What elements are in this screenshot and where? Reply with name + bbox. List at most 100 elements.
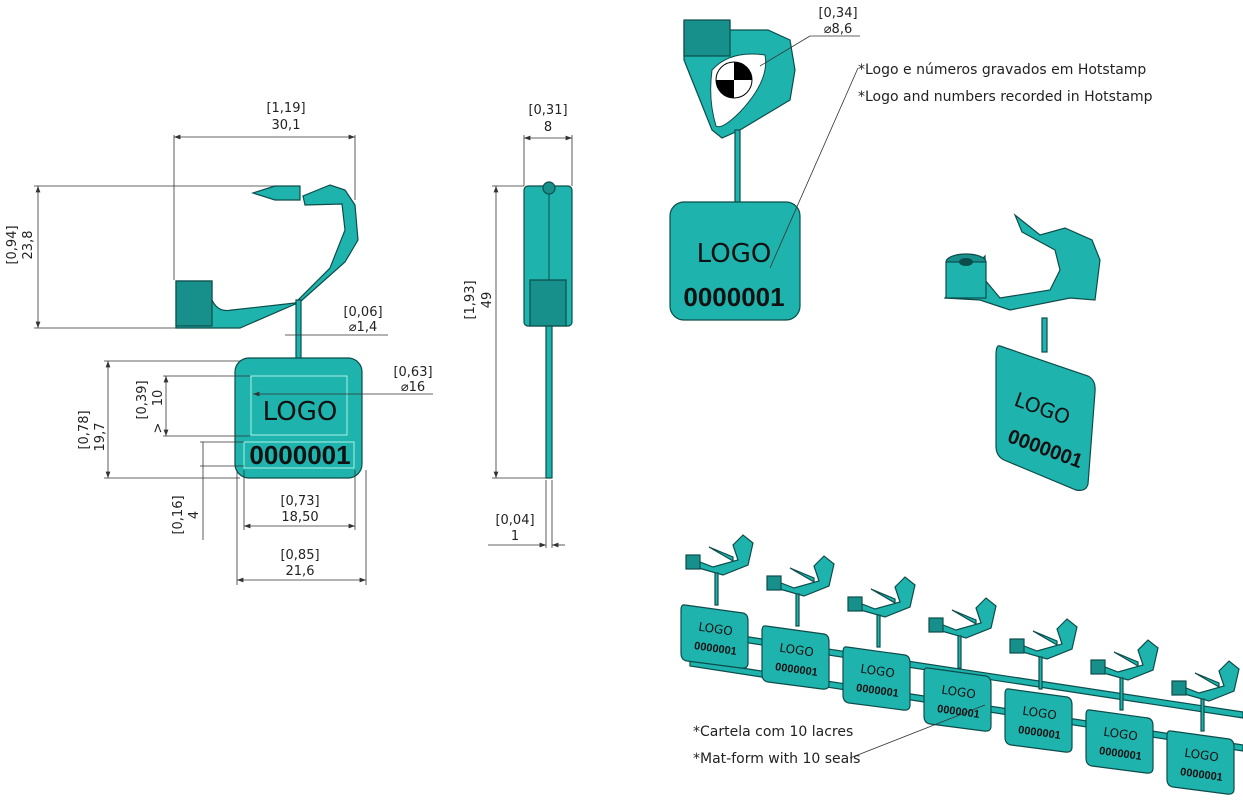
side-cylinder: [529, 279, 567, 327]
top-tag-number: 0000001: [683, 282, 784, 312]
logo-area: [250, 375, 348, 436]
mat-seal-logo: LOGO: [1184, 746, 1220, 765]
dim-stem-in: [0,06]: [343, 305, 382, 320]
mat-seal-cylinder: [1171, 680, 1187, 696]
mat-seal-cylinder: [1009, 638, 1025, 654]
mat-seal-tag: [1085, 709, 1154, 774]
dim-logo-h-in: [0,39]: [135, 380, 150, 419]
mat-seal-hook: [1010, 618, 1078, 660]
mat-seal-tag: [680, 604, 749, 669]
mat-seal-logo: LOGO: [698, 620, 734, 639]
mat-seal-logo: LOGO: [1103, 725, 1139, 744]
iso-stem: [1041, 317, 1048, 353]
mat-seal-hook: [767, 555, 835, 597]
mat-seal-pin: [951, 609, 977, 626]
dim-tag-h-mm: 19,7: [93, 423, 108, 452]
dim-tag-diag-mm: ⌀16: [401, 380, 425, 395]
mat-seal-logo: LOGO: [779, 641, 815, 660]
iso-view: LOGO 0000001: [943, 213, 1101, 491]
mat-seal-logo: LOGO: [1022, 704, 1058, 723]
mat-seal-tag: [1004, 688, 1073, 753]
seal-pin: [251, 185, 301, 201]
top-tag: [669, 201, 801, 321]
mat-seal-number: 0000001: [855, 682, 899, 700]
mat-seal-tag: [923, 667, 992, 732]
mat-seal-logo: LOGO: [941, 683, 977, 702]
mat-seal-hook: [1091, 639, 1159, 681]
tag-logo-text: LOGO: [263, 397, 338, 427]
front-dimensions: [1,19] 30,1 [0,94] 23,8 [0,06] ⌀1,4 [0,6…: [5, 101, 433, 585]
mat-seal-hook: [848, 576, 916, 618]
mat-seal-number: 0000001: [774, 661, 818, 679]
mat-seal-stem: [876, 614, 881, 648]
dim-num-h-in: [0,16]: [171, 495, 186, 534]
mat-seal-cylinder: [685, 554, 701, 570]
mat-seal-stem: [957, 635, 962, 669]
mat-seal-cylinder: [766, 575, 782, 591]
tag-number-text: 0000001: [249, 440, 350, 470]
seal-stem: [295, 299, 302, 363]
dim-side-height-mm: 49: [480, 292, 495, 309]
mat-seal-pin: [1032, 630, 1058, 647]
dim-side-thick-in: [0,04]: [495, 513, 534, 528]
mat-seal-number: 0000001: [693, 640, 737, 658]
iso-cylinder: [945, 261, 987, 299]
mat-seal-stem: [714, 572, 719, 606]
dim-side-width-in: [0,31]: [528, 103, 567, 118]
dim-side-height-in: [1,93]: [463, 280, 478, 319]
dim-tag-h-in: [0,78]: [77, 410, 92, 449]
dim-tag-diag-in: [0,63]: [393, 365, 432, 380]
mat-seal-pin: [789, 567, 815, 584]
dim-num-w-mm: 18,50: [281, 510, 318, 525]
side-pin-head: [542, 181, 556, 195]
mat-seal-pin: [1113, 651, 1139, 668]
mat-seal-hook: [686, 534, 754, 576]
mat-seal-stem: [1119, 677, 1124, 711]
note-matform-en: *Mat-form with 10 seals: [693, 751, 860, 767]
iso-tag: [995, 345, 1096, 491]
note-hotstamp-pt: *Logo e números gravados em Hotstamp: [858, 62, 1146, 78]
top-tag-logo: LOGO: [697, 239, 772, 269]
mat-seal-hook: [929, 597, 997, 639]
dim-tag-w-mm: 21,6: [286, 564, 315, 579]
dim-hole-in: [0,34]: [818, 6, 857, 21]
dim-width-mm: 30,1: [272, 118, 301, 133]
number-area: [243, 441, 355, 469]
dim-side-width-mm: 8: [544, 120, 552, 135]
mat-seal-pin: [1194, 672, 1220, 689]
seal-tag: [234, 357, 363, 479]
mat-seal-stem: [1200, 698, 1205, 732]
dim-num-h-mm: 4: [187, 511, 202, 519]
dim-height-mm: 23,8: [21, 231, 36, 260]
center-of-mass-icon: [715, 61, 753, 99]
seal-lock-cylinder: [175, 280, 213, 327]
dim-logo-h-mark: >: [151, 423, 166, 434]
top-lock-cylinder: [683, 19, 731, 57]
dim-logo-h-mm: 10: [151, 390, 166, 407]
dim-hole-mm: ⌀8,6: [824, 22, 853, 37]
dim-tag-w-in: [0,85]: [280, 548, 319, 563]
mat-seal-stem: [795, 593, 800, 627]
mat-seal-number: 0000001: [1017, 724, 1061, 742]
mat-seal-number: 0000001: [1098, 745, 1142, 763]
mat-seal-number: 0000001: [936, 703, 980, 721]
side-view: [0,31] 8 [1,93] 49 [0,04] 1: [463, 103, 573, 548]
dim-side-thick-mm: 1: [511, 529, 519, 544]
side-stem: [545, 325, 553, 479]
dim-num-w-in: [0,73]: [280, 494, 319, 509]
mat-seal-cylinder: [1090, 659, 1106, 675]
mat-seal-hook: [1172, 660, 1240, 702]
mat-seal-tag: [842, 646, 911, 711]
mat-seal-cylinder: [928, 617, 944, 633]
top-stem: [734, 129, 741, 206]
mat-seal-cylinder: [847, 596, 863, 612]
dim-stem-mm: ⌀1,4: [349, 320, 378, 335]
mat-seal-pin: [870, 588, 896, 605]
